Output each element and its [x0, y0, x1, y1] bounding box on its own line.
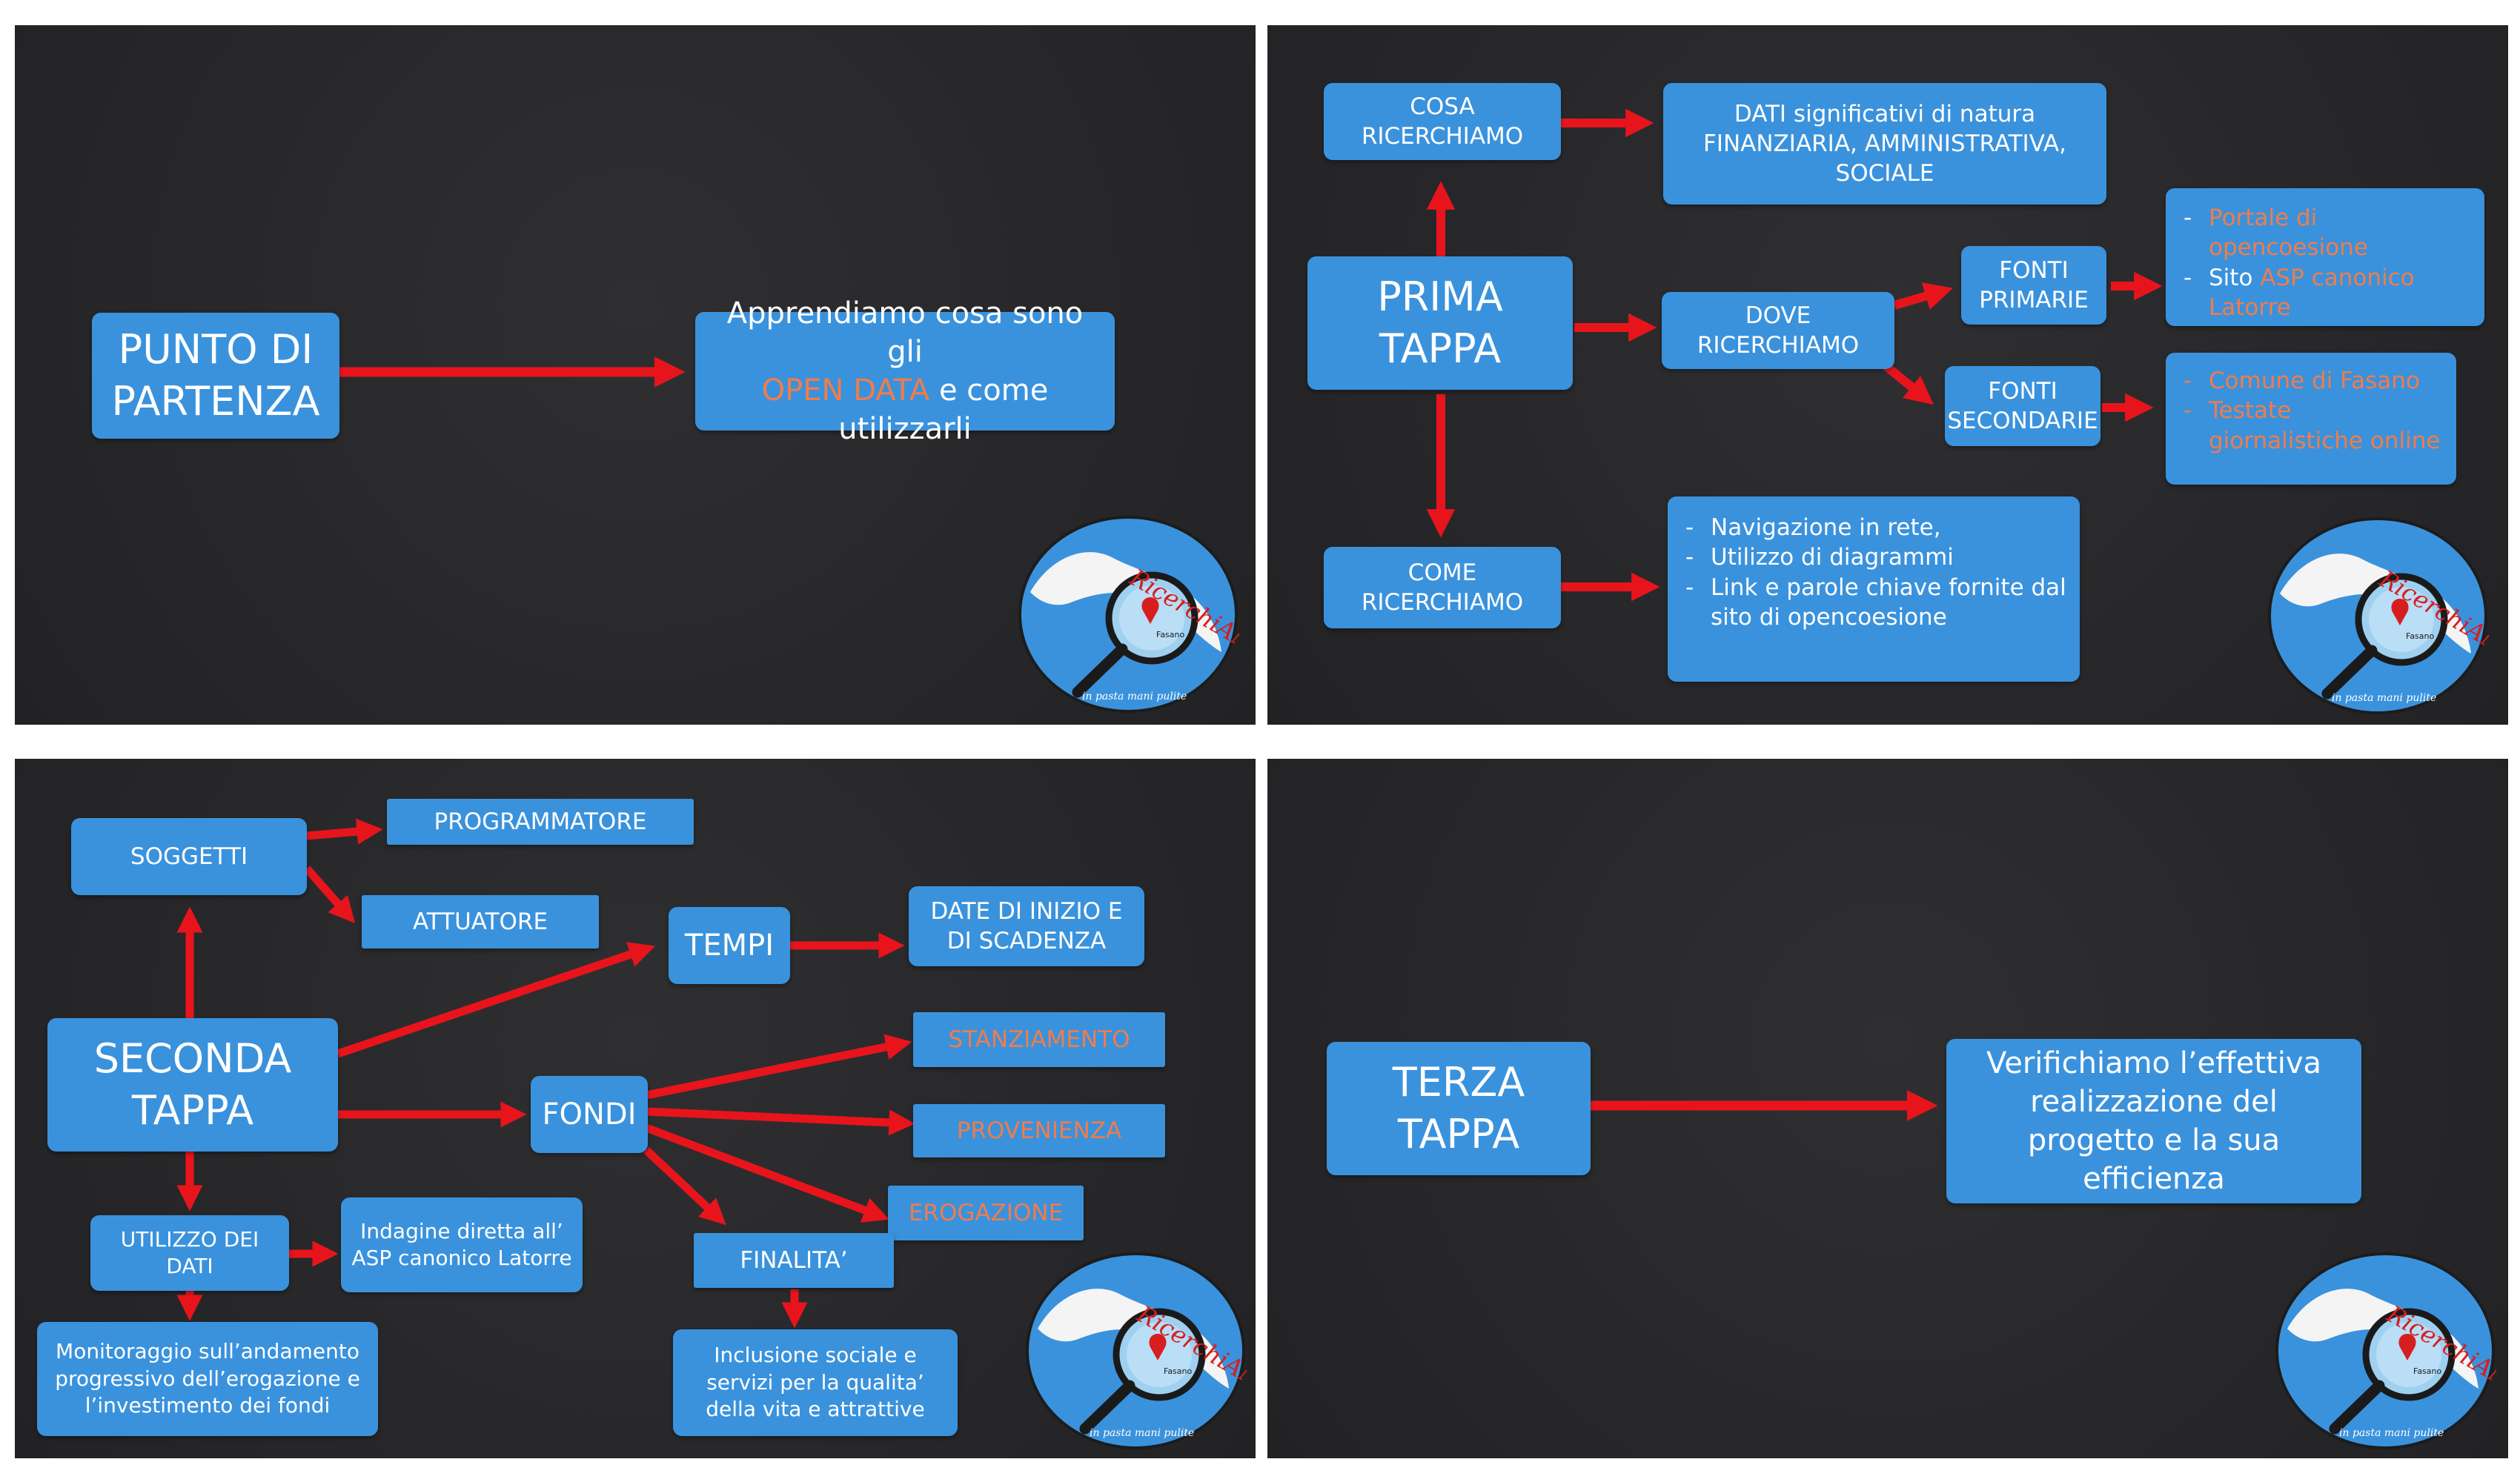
- arrow-fondi-to-finalita: [643, 1146, 726, 1226]
- fonti-secondarie-box: FONTI SECONDARIE: [1945, 366, 2100, 446]
- learn-pre-text: Apprendiamo cosa sono gli: [726, 296, 1084, 369]
- verifichiamo-box: Verifichiamo l’effettiva realizzazione d…: [1946, 1039, 2361, 1203]
- ricerchiamo-logo-icon: [2267, 516, 2489, 716]
- dove-ricerchiamo-box: DOVE RICERCHIAMO: [1662, 292, 1894, 369]
- primary-source-item: Portale di opencoesione: [2176, 203, 2474, 263]
- secondary-sources-box: Comune di Fasano Testate giornalistiche …: [2166, 353, 2456, 485]
- date-box: DATE DI INIZIO E DI SCADENZA: [909, 886, 1144, 966]
- arrow-fondi-to-provenienza: [646, 1107, 915, 1136]
- attuatore-box: ATTUATORE: [362, 895, 599, 948]
- programmatore-box: PROGRAMMATORE: [387, 799, 694, 845]
- provenienza-box: PROVENIENZA: [913, 1104, 1165, 1157]
- arrow-dove-to-secondarie: [1881, 361, 1934, 405]
- stanziamento-box: STANZIAMENTO: [913, 1012, 1165, 1067]
- punto-di-partenza-box: PUNTO DI PARTENZA: [92, 313, 339, 439]
- arrow-soggetti-to-programmatore: [306, 818, 383, 845]
- monitoraggio-box: Monitoraggio sull’andamento progressivo …: [37, 1322, 378, 1436]
- arrow-soggetti-to-attuatore: [303, 865, 355, 923]
- slide4-arrows: [1591, 1090, 1938, 1121]
- arrow-seconda-to-tempi: [336, 942, 655, 1058]
- methods-box: Navigazione in rete, Utilizzo di diagram…: [1668, 496, 2080, 682]
- primary-sources-box: Portale di opencoesione Sito ASP canonic…: [2166, 188, 2484, 326]
- cosa-ricerchiamo-box: COSA RICERCHIAMO: [1324, 83, 1561, 160]
- slide-prima-tappa: COSA RICERCHIAMO DATI significativi di n…: [1267, 25, 2508, 725]
- arrow-dove-to-primarie: [1893, 282, 1954, 310]
- ricerchiamo-logo-icon: [2274, 1251, 2496, 1451]
- finalita-box: FINALITA’: [694, 1233, 894, 1288]
- slide1-arrows: [339, 356, 686, 388]
- open-data-box: Apprendiamo cosa sono gli OPEN DATA e co…: [695, 296, 1115, 446]
- tempi-box: TEMPI: [669, 907, 790, 984]
- secondary-source-item: Comune di Fasano: [2176, 366, 2446, 396]
- terza-tappa-box: TERZA TAPPA: [1327, 1042, 1591, 1175]
- learn-post-text: e come utilizzarli: [838, 373, 1049, 446]
- erogazione-box: EROGAZIONE: [888, 1186, 1084, 1240]
- slide3-arrows: [176, 818, 915, 1329]
- prima-tappa-box: PRIMA TAPPA: [1307, 256, 1573, 390]
- fonti-primarie-box: FONTI PRIMARIE: [1961, 246, 2106, 325]
- arrow-fondi-to-stanziamento: [645, 1034, 912, 1100]
- seconda-tappa-box: SECONDA TAPPA: [47, 1018, 338, 1152]
- inclusione-box: Inclusione sociale e servizi per la qual…: [673, 1329, 958, 1436]
- arrow-fondi-to-erogazione: [645, 1123, 889, 1223]
- come-ricerchiamo-box: COME RICERCHIAMO: [1324, 547, 1561, 628]
- open-data-highlight: OPEN DATA: [761, 373, 930, 408]
- ricerchiamo-logo-icon: [1017, 514, 1239, 714]
- method-item: Link e parole chiave fornite dal sito di…: [1678, 573, 2069, 633]
- slide-seconda-tappa: SOGGETTI PROGRAMMATORE ATTUATORE TEMPI D…: [15, 759, 1256, 1458]
- fondi-box: FONDI: [531, 1076, 648, 1153]
- slide2-arrows: [1426, 108, 2163, 602]
- utilizzo-dati-box: UTILIZZO DEI DATI: [90, 1215, 289, 1291]
- secondary-source-item: Testate giornalistiche online: [2176, 396, 2446, 456]
- method-item: Utilizzo di diagrammi: [1678, 542, 2069, 573]
- ricerchiamo-logo-icon: [1024, 1251, 1247, 1451]
- indagine-box: Indagine diretta all’ ASP canonico Lator…: [341, 1197, 583, 1292]
- soggetti-box: SOGGETTI: [71, 818, 307, 895]
- slide-punto-di-partenza: PUNTO DI PARTENZA Apprendiamo cosa sono …: [15, 25, 1256, 725]
- slide-terza-tappa: TERZA TAPPA Verifichiamo l’effettiva rea…: [1267, 759, 2508, 1458]
- primary-source-item: Sito ASP canonico Latorre: [2176, 263, 2474, 323]
- dati-significativi-box: DATI significativi di natura FINANZIARIA…: [1663, 83, 2106, 205]
- method-item: Navigazione in rete,: [1678, 513, 2069, 543]
